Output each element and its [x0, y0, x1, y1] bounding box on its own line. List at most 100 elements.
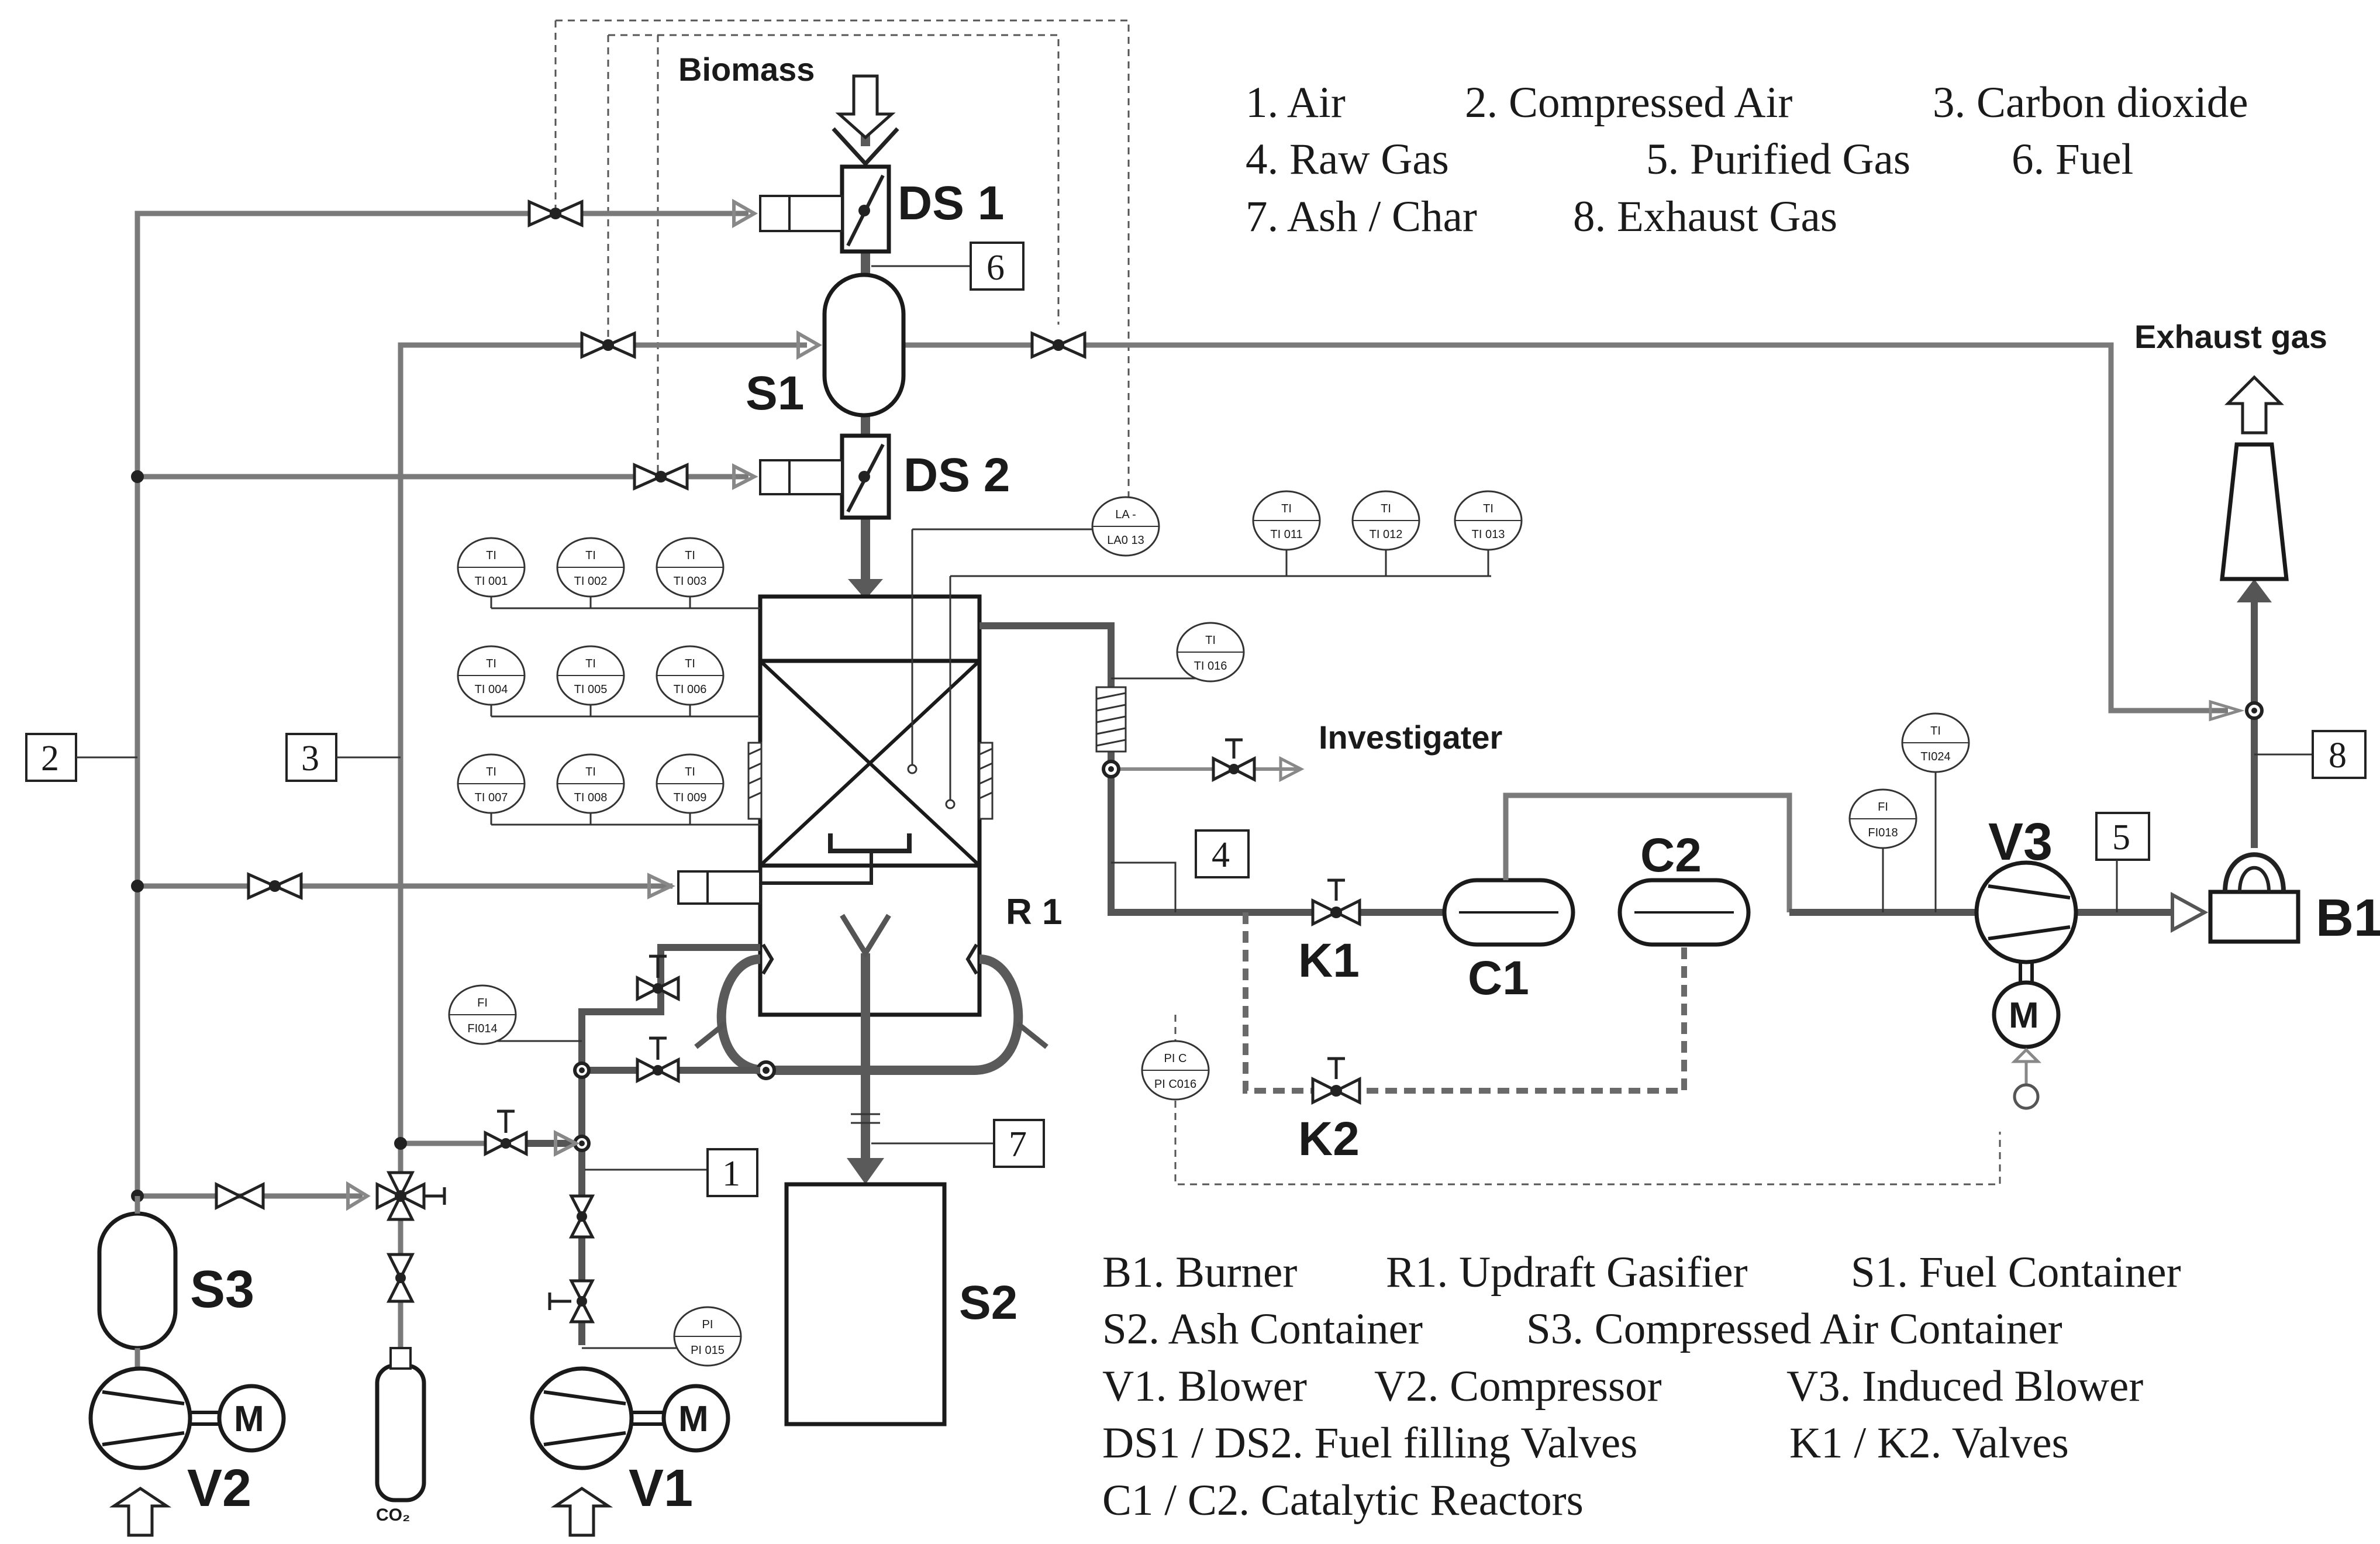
air-supply-line	[484, 944, 760, 1345]
s1-fuel-container	[796, 273, 906, 418]
exhaust-gas-label: Exhaust gas	[2134, 318, 2327, 355]
instrument-pic016: PI CPI C016	[1141, 1040, 1210, 1101]
stream-2-marker: 2	[25, 733, 137, 782]
stream-legend: 1. Air 2. Compressed Air 3. Carbon dioxi…	[1246, 78, 2248, 241]
k1-valve	[1311, 878, 1361, 927]
v1-label: V1	[629, 1459, 693, 1518]
instrument-tag: FI	[1878, 801, 1888, 814]
stream-1-marker: 1	[585, 1148, 758, 1197]
co2-cylinder	[375, 1347, 426, 1502]
s3-label: S3	[190, 1260, 254, 1319]
legend-v1: V1. Blower	[1102, 1362, 1307, 1411]
legend-stream-2: 2. Compressed Air	[1465, 78, 1792, 127]
legend-b1: B1. Burner	[1102, 1248, 1297, 1297]
legend-ds: DS1 / DS2. Fuel filling Valves	[1102, 1419, 1637, 1467]
k2-bypass-line	[1243, 909, 1748, 1105]
instrument-ti003: TI TI 003	[656, 537, 725, 598]
r1-label: R 1	[1006, 892, 1062, 932]
instrument-tag: TI	[1930, 725, 1941, 737]
stream-3-marker: 3	[285, 733, 401, 782]
instrument-tag: TI	[685, 657, 695, 670]
instrument-ti004: TI TI 004	[457, 645, 526, 706]
legend-stream-5: 5. Purified Gas	[1646, 135, 1910, 184]
svg-text:2: 2	[41, 739, 59, 778]
legend-stream-1: 1. Air	[1246, 78, 1346, 127]
instrument-tag: TI	[486, 549, 496, 562]
svg-text:3: 3	[301, 739, 319, 778]
s3-compressed-air-container	[97, 1196, 178, 1369]
instrument-id: PI 015	[691, 1344, 725, 1357]
legend-stream-7: 7. Ash / Char	[1246, 192, 1477, 241]
instrument-id: TI 003	[674, 575, 707, 588]
raw-gas-line	[979, 622, 1503, 916]
c1-catalytic-reactor	[1442, 878, 1575, 947]
legend-v3: V3. Induced Blower	[1786, 1362, 2143, 1411]
legend-k: K1 / K2. Valves	[1789, 1419, 2069, 1467]
biomass-input-arrow	[832, 74, 899, 167]
stream-4-marker: 4	[1195, 829, 1250, 878]
instrument-ti006: TI TI 006	[656, 645, 725, 706]
c2-catalytic-reactor	[1617, 878, 1751, 947]
v2-motor-label: M	[234, 1399, 264, 1439]
instrument-id: TI 002	[574, 575, 608, 588]
instrument-ti001: TI TI 001	[457, 537, 526, 598]
svg-text:1: 1	[722, 1154, 740, 1194]
v2-label: V2	[187, 1459, 251, 1518]
instrument-tag: LA -	[1115, 508, 1136, 521]
instrument-id: TI 011	[1270, 528, 1302, 541]
v3-motor-label: M	[2009, 995, 2039, 1036]
compressed-air-line	[131, 211, 749, 1202]
co2-three-way-valve	[215, 1171, 446, 1303]
svg-text:6: 6	[987, 248, 1005, 288]
legend-s1: S1. Fuel Container	[1851, 1248, 2181, 1297]
instrument-tag: TI	[1381, 502, 1391, 515]
b1-label: B1	[2316, 889, 2380, 947]
stream-8-marker: 8	[2254, 730, 2367, 779]
b1-burner	[2208, 375, 2300, 944]
k1-label: K1	[1298, 934, 1360, 987]
v3-induced-blower	[1974, 860, 2078, 1110]
biomass-label: Biomass	[678, 51, 815, 88]
legend-stream-6: 6. Fuel	[2012, 135, 2133, 184]
instrument-id: TI 007	[475, 791, 508, 804]
instrument-tag: TI	[1281, 502, 1292, 515]
instrument-id: TI 016	[1194, 660, 1227, 673]
legend-c: C1 / C2. Catalytic Reactors	[1102, 1476, 1584, 1525]
instrument-tag: TI	[486, 657, 496, 670]
stream-7-marker: 7	[871, 1119, 1045, 1168]
s2-ash-container	[784, 1182, 947, 1426]
instrument-tag: TI	[585, 766, 596, 778]
s1-exhaust-line	[903, 342, 2228, 714]
instrument-id: TI 012	[1370, 528, 1403, 541]
v1-blower	[530, 1366, 730, 1537]
instrument-id: LA0 13	[1107, 534, 1144, 547]
instrument-id: TI 004	[475, 683, 508, 696]
instrument-id: TI 001	[475, 575, 508, 588]
legend-r1: R1. Updraft Gasifier	[1386, 1248, 1748, 1297]
instrument-tag: FI	[477, 997, 488, 1009]
legend-s2: S2. Ash Container	[1102, 1305, 1423, 1353]
instrument-tag: TI	[685, 549, 695, 562]
instrument-tag: TI	[585, 549, 596, 562]
svg-text:8: 8	[2329, 736, 2347, 776]
equipment-legend: B1. Burner R1. Updraft Gasifier S1. Fuel…	[1102, 1248, 2181, 1525]
legend-stream-8: 8. Exhaust Gas	[1573, 192, 1837, 241]
instrument-tag: TI	[486, 766, 496, 778]
ds2-valve	[732, 433, 891, 520]
ds2-label: DS 2	[903, 449, 1010, 502]
instrument-id: FI014	[467, 1022, 497, 1035]
c2-label: C2	[1640, 829, 1702, 882]
instrument-la013: LA - LA0 13	[1091, 496, 1160, 557]
instrument-id: PI C016	[1154, 1078, 1196, 1091]
instrument-id: TI 008	[574, 791, 608, 804]
instrument-id: TI 006	[674, 683, 707, 696]
purified-gas-line	[1503, 772, 2209, 933]
s1-label: S1	[746, 367, 804, 420]
